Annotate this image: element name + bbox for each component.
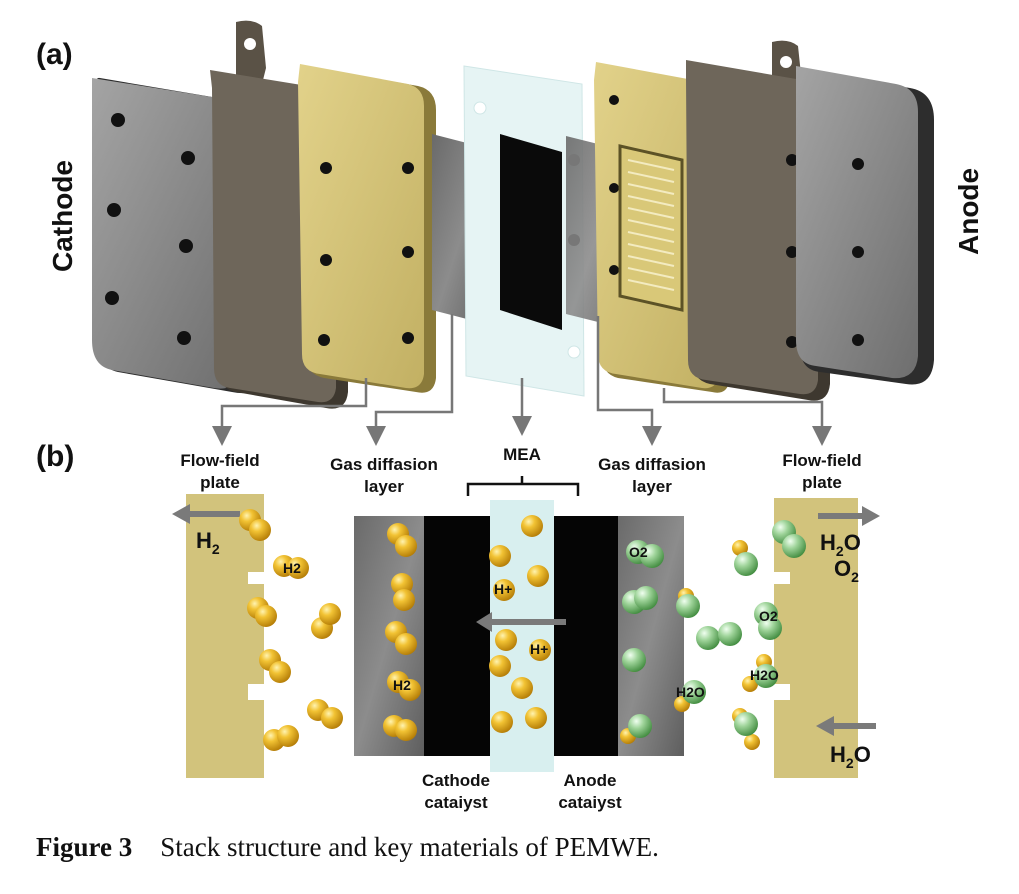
h2-outlet-text: H2 [196,528,220,557]
proton-label-2: H+ [530,641,548,657]
molecule-labels: H2 H2 H+ H+ O2 O2 H2O H2O [283,544,779,700]
o2-molecule-label-2: O2 [759,608,778,624]
oxygen-molecules [622,520,806,738]
anode-catalyst [554,516,618,756]
flow-field-right-line2: plate [802,473,842,492]
gdl-left-line2: layer [364,477,404,496]
anode-catalyst-line2: cataiyst [558,793,622,812]
h2o-inlet-arrow-head [816,716,834,736]
flow-field-left-line2: plate [200,473,240,492]
figure-caption-text: Stack structure and key materials of PEM… [160,832,659,862]
o2-outlet-text: O2 [834,556,859,585]
h2o-o2-outlet-arrow-head [862,506,880,526]
anode-side-label: Anode [953,168,984,255]
gdl-right-line1: Gas diffasion [598,455,706,474]
panel-b-label: (b) [36,440,74,473]
figure-caption: Figure 3 Stack structure and key material… [36,832,659,863]
callout-connectors [212,314,832,446]
anode-end-plate [796,66,934,385]
cathode-catalyst-line2: cataiyst [424,793,488,812]
h2o-molecule-label-1: H2O [676,684,705,700]
gdl-right-line2: layer [632,477,672,496]
anode-catalyst-line1: Anode [564,771,617,790]
panel-a-label: (a) [36,38,73,71]
pemwe-diagram: (a) Cathode Anode [36,20,984,812]
cathode-side-label: Cathode [47,160,78,272]
h2-outlet-arrow-head [172,504,190,524]
mea-membrane [463,65,585,397]
proton-arrow-head [476,612,492,632]
cathode-flow-field-plate [186,494,264,778]
gdl-left-line1: Gas diffasion [330,455,438,474]
anode-flow-field-plate [774,498,858,778]
o2-molecule-label-1: O2 [629,544,648,560]
cathode-gold-plate [298,64,436,393]
figure-number: Figure 3 [36,832,133,862]
cathode-catalyst-line1: Cathode [422,771,490,790]
h2o-inlet-text: H2O [830,742,871,771]
flow-field-right-line1: Flow-field [782,451,861,470]
h2o-outlet-text: H2O [820,530,861,559]
h2-molecule-label-1: H2 [283,560,301,576]
cathode-catalyst [424,516,490,756]
anode-current-collector [686,40,830,401]
h2o-molecule-label-2: H2O [750,667,779,683]
flow-field-left-line1: Flow-field [180,451,259,470]
h2-molecule-label-2: H2 [393,677,411,693]
mea-brace [466,476,580,496]
hydrogen-molecules [239,509,772,751]
mea-label: MEA [503,445,541,464]
proton-label-1: H+ [494,581,512,597]
